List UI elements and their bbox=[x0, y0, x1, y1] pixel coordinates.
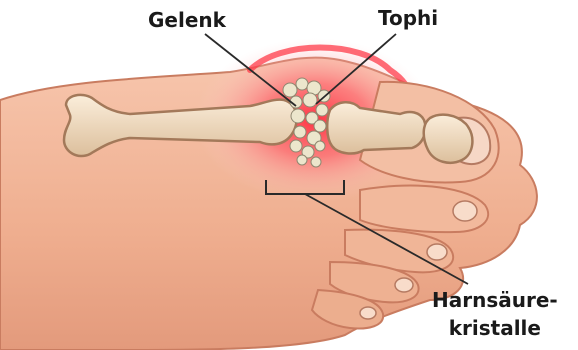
toenail-3 bbox=[427, 244, 447, 260]
label-joint: Gelenk bbox=[148, 8, 226, 32]
toenail-5 bbox=[360, 307, 376, 319]
toenail-2 bbox=[453, 201, 477, 221]
label-crystals-line-2: kristalle bbox=[432, 314, 558, 342]
label-tophi: Tophi bbox=[378, 6, 438, 30]
label-crystals-line-1: Harnsäure- bbox=[432, 286, 558, 314]
label-uric-acid-crystals: Harnsäure- kristalle bbox=[432, 286, 558, 342]
toenail-4 bbox=[395, 278, 413, 292]
distal-phalanx bbox=[424, 115, 473, 163]
